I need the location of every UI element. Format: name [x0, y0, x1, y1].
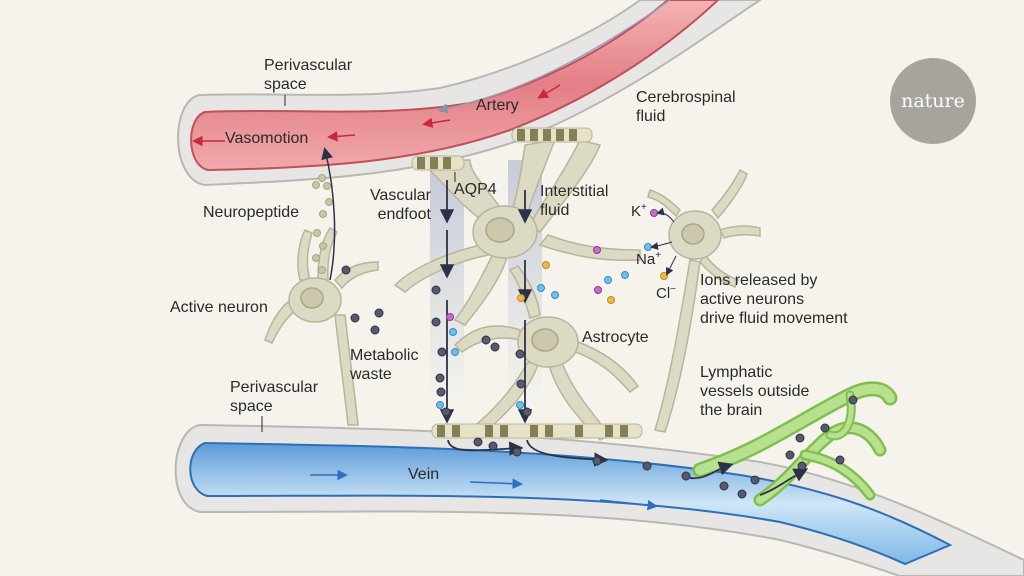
- nature-logo: nature: [890, 58, 976, 144]
- metabolic-waste-dots: [341, 265, 858, 499]
- sodium-label: Na+: [636, 250, 662, 268]
- active-neuron-label: Active neuron: [170, 299, 268, 316]
- right-neuron: [647, 168, 761, 433]
- aqp4-channels-lower: [431, 423, 643, 439]
- aqp4-channels-upper: [411, 127, 593, 171]
- neuropeptide-label: Neuropeptide: [203, 204, 300, 221]
- neuropeptide-dots: [312, 174, 333, 274]
- vein-vessel: [174, 423, 1024, 576]
- artery-label: Artery: [476, 97, 519, 114]
- chloride-label: Cl−: [656, 284, 677, 302]
- active-neuron: [264, 227, 379, 426]
- potassium-label: K+: [631, 202, 647, 220]
- astrocyte-label: Astrocyte: [582, 329, 649, 346]
- artery-vessel: [177, 0, 762, 187]
- sodium-ions: [436, 243, 652, 409]
- leader-lines: [261, 95, 456, 432]
- waste-flow-arrows: [439, 180, 809, 496]
- astrocyte-lower: [453, 265, 640, 441]
- vasomotion-label: Vasomotion: [225, 130, 309, 147]
- astrocyte-upper: [393, 139, 641, 326]
- neuropeptide-arrow: [321, 147, 336, 281]
- vein-label: Vein: [408, 466, 440, 483]
- ion-release-arrows: [650, 207, 677, 276]
- chloride-ions: [517, 261, 668, 304]
- aqp4-label: AQP4: [454, 181, 497, 198]
